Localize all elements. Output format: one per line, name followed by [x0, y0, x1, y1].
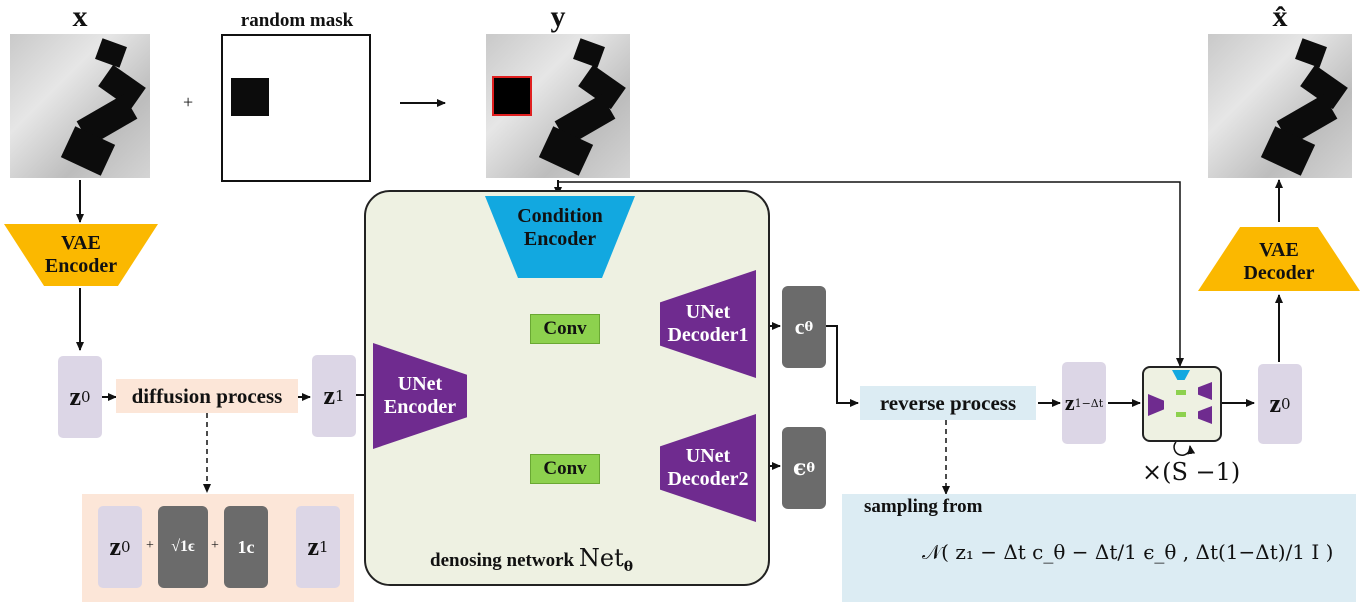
mini-encoder-icon [1148, 394, 1164, 416]
masked-image-y [486, 34, 630, 178]
label-random-mask: random mask [240, 10, 354, 31]
input-image-x [10, 34, 150, 178]
random-mask-image [221, 34, 371, 182]
formula-plus-2: + [211, 538, 219, 553]
wire-y-to-sampler [558, 181, 1184, 367]
network-label: denosing network Netθ [430, 544, 634, 575]
formula-sqrt-eps: √1ϵ [158, 506, 208, 588]
sampling-panel: sampling from 𝒩( z₁ − Δt c_θ − Δt/1 ϵ_θ … [842, 494, 1356, 602]
label-y: y [550, 0, 566, 33]
sampling-heading: sampling from [864, 496, 983, 517]
conv-bottom: Conv [530, 454, 600, 484]
label-x-hat: x̂ [1272, 0, 1288, 33]
wire-c-to-reverse [826, 325, 859, 407]
conv-top: Conv [530, 314, 600, 344]
repeat-label: ×(S −1) [1142, 458, 1241, 486]
reverse-process: reverse process [860, 386, 1036, 420]
diffusion-process: diffusion process [116, 379, 298, 413]
loop-arrow [1173, 441, 1196, 456]
mini-decoder1-icon [1198, 382, 1212, 400]
formula-c-term: 1c [224, 506, 268, 588]
output-image-x-hat [1208, 34, 1352, 178]
mini-conv-icon [1176, 390, 1186, 395]
label-x: x [72, 0, 88, 33]
sampling-formula: 𝒩( z₁ − Δt c_θ − Δt/1 ϵ_θ , Δt(1−Δt)/1 I… [922, 540, 1334, 564]
mask-region [492, 76, 532, 116]
mini-denoising-block [1142, 366, 1222, 442]
mini-conv-icon-2 [1176, 412, 1186, 417]
mini-decoder2-icon [1198, 406, 1212, 424]
mini-condition-icon [1172, 370, 1190, 380]
vae-encoder: VAE Encoder [4, 224, 158, 286]
formula-plus-1: + [146, 538, 154, 553]
plus-sign: + [183, 92, 194, 112]
